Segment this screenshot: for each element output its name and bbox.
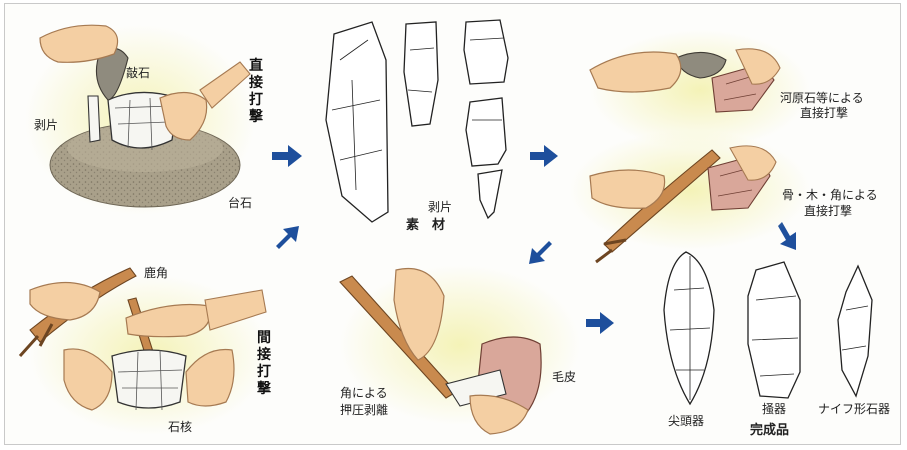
finished-tools xyxy=(664,252,872,404)
tool-scraper xyxy=(748,262,800,398)
blank-flakes xyxy=(326,20,508,222)
label-flake-mid: 剥片 xyxy=(428,200,452,214)
scene-direct-percussion xyxy=(25,25,255,215)
blank-medium xyxy=(404,22,438,126)
label-antler: 鹿角 xyxy=(144,266,168,280)
label-pressure-flaking: 押圧剥離 xyxy=(340,403,388,417)
arrow-to-finished xyxy=(586,312,614,334)
label-by-antler: 角による xyxy=(340,386,388,400)
arrow-to-pressure xyxy=(529,241,552,264)
label-flake-left: 剥片 xyxy=(34,118,58,132)
label-scraper: 掻器 xyxy=(762,402,786,416)
label-finished-products: 完成品 xyxy=(750,424,789,438)
core-indirect xyxy=(112,350,186,408)
label-blank: 素 材 xyxy=(406,219,445,233)
arrow-blank-to-shaping xyxy=(530,145,558,167)
flake-left xyxy=(88,96,100,142)
label-fur: 毛皮 xyxy=(552,370,576,384)
label-anvil: 台石 xyxy=(228,196,252,210)
hand-pebble xyxy=(590,52,681,92)
hand-bone xyxy=(590,170,665,208)
label-knife: ナイフ形石器 xyxy=(818,402,890,416)
blank-small-bottom xyxy=(478,170,502,218)
label-point: 尖頭器 xyxy=(668,414,704,428)
label-indirect-percussion: 間接打撃 xyxy=(256,330,272,398)
label-river-pebble: 河原石等による xyxy=(780,91,864,105)
hand-upper-left xyxy=(40,25,118,62)
label-bone-wood-antler-2: 直接打撃 xyxy=(804,204,852,218)
label-direct-percussion: 直接打撃 xyxy=(248,58,264,126)
scene-indirect-percussion xyxy=(20,268,270,435)
tool-knife xyxy=(838,266,872,396)
label-core: 石核 xyxy=(168,420,192,434)
blank-large xyxy=(326,22,388,222)
blank-small-top xyxy=(464,20,508,84)
label-river-pebble-2: 直接打撃 xyxy=(800,106,848,120)
blank-small-mid xyxy=(466,98,506,166)
scene-soft-hammer-shaping xyxy=(570,130,810,262)
arrow-direct-to-blank xyxy=(272,145,302,167)
arrow-indirect-to-blank xyxy=(276,226,299,249)
label-bone-wood-antler: 骨・木・角による xyxy=(782,188,878,202)
label-hammerstone: 敲石 xyxy=(126,66,150,80)
